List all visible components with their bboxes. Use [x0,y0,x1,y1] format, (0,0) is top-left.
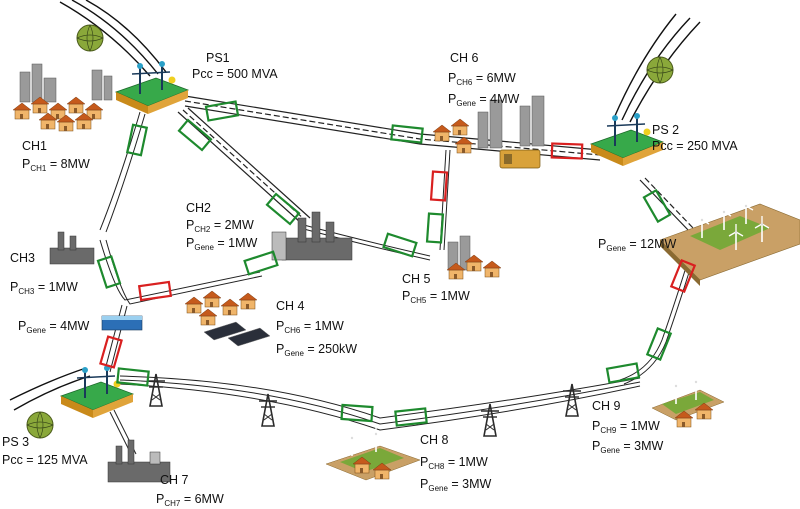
circuit-breaker-closed[interactable] [243,250,279,276]
city-ch4 [184,290,271,347]
city-ch6 [432,95,545,169]
city-icon [447,235,471,271]
ch5-name: CH 5 [402,272,431,286]
factory-ch2 [271,211,353,261]
circuit-breaker-closed[interactable] [394,407,428,427]
ch1-power: PCH1 = 8MW [22,157,90,173]
circuit-breaker-closed[interactable] [645,326,673,362]
circuit-breaker-open[interactable] [99,335,123,369]
transmission-tower-icon [258,393,278,427]
city-ch5 [446,235,502,280]
circuit-breaker-closed[interactable] [265,192,301,226]
transmission-tower-icon [146,373,166,407]
line-ch3-ch4 [99,239,263,305]
line-ps3-ch9 [119,375,641,431]
ch8-name: CH 8 [420,433,449,447]
factory-icon [49,231,95,265]
generator-icon [499,149,541,169]
ch4-name: CH 4 [276,299,305,313]
globe-icon [646,56,674,84]
wind-farm-gene: PGene = 12MW [598,237,676,253]
circuit-breaker-closed[interactable] [96,255,122,289]
feeder-ps3 [9,367,91,411]
city-ch1 [12,63,113,132]
breakers [96,100,697,427]
circuit-breaker-closed[interactable] [382,232,418,258]
wind-ch8 [325,425,421,481]
ch7-name: CH 7 [160,473,189,487]
factory-icon [107,439,171,483]
ps2-pcc: Pcc = 250 MVA [652,139,738,153]
ch9-name: CH 9 [592,399,621,413]
factory-icon [271,211,353,261]
circuit-breaker-closed[interactable] [204,100,240,122]
ch2-name: CH2 [186,201,211,215]
house-cluster-icon [432,118,474,154]
ps1-pcc: Pcc = 500 MVA [192,67,278,81]
substation-ps1 [76,24,189,115]
city-icon [477,95,545,149]
ch3-gene: PGene = 4MW [18,319,90,335]
ch2-power: PCH2 = 2MW [186,218,254,234]
ch9-power: PCH9 = 1MW [592,419,660,435]
circuit-breaker-open[interactable] [550,142,584,160]
ch5-power: PCH5 = 1MW [402,289,470,305]
globe-icon [26,411,54,439]
circuit-breaker-open[interactable] [137,280,173,302]
city-icon [19,63,113,103]
ch3-name: CH3 [10,251,35,265]
line-ps1-ch3 [99,111,146,233]
feeder-ps1 [59,0,167,77]
ps1-name: PS1 [206,51,230,65]
ps2-name: PS 2 [652,123,679,137]
ps3-pcc: Pcc = 125 MVA [2,453,88,467]
ch8-gene: PGene = 3MW [420,477,492,493]
wind-turbine-icon [344,429,360,457]
circuit-breaker-closed[interactable] [177,118,213,152]
globe-icon [76,24,104,52]
factory-ch7 [107,439,171,483]
ch6-power: PCH6 = 6MW [448,71,516,87]
ch1-name: CH1 [22,139,47,153]
circuit-breaker-closed[interactable] [642,188,672,224]
circuit-breaker-closed[interactable] [605,362,641,384]
ch6-name: CH 6 [450,51,479,65]
ch3-power: PCH3 = 1MW [10,280,78,296]
ch2-gene: PGene = 1MW [186,236,258,252]
battery-bank [101,315,143,331]
house-cluster-icon [184,290,258,326]
ps3-name: PS 3 [2,435,29,449]
wind-ch9 [651,373,725,428]
circuit-breaker-open[interactable] [669,258,697,294]
ch9-gene: PGene = 3MW [592,439,664,455]
solar-panel-icon [203,321,271,347]
ch7-power: PCH7 = 6MW [156,492,224,508]
circuit-breaker-open[interactable] [429,170,449,202]
circuit-breaker-closed[interactable] [390,124,424,144]
ch4-gene: PGene = 250kW [276,342,357,358]
ch6-gene: PGene = 4MW [448,92,520,108]
wind-farm [659,197,800,286]
circuit-breaker-closed[interactable] [425,212,445,244]
circuit-breaker-closed[interactable] [125,123,149,157]
circuit-breaker-closed[interactable] [116,367,150,387]
substation-icon [115,60,189,115]
ch4-power: PCH6 = 1MW [276,319,344,335]
ch8-power: PCH8 = 1MW [420,455,488,471]
battery-icon [101,315,143,331]
factory-ch3 [49,231,95,265]
circuit-breaker-closed[interactable] [340,403,374,423]
